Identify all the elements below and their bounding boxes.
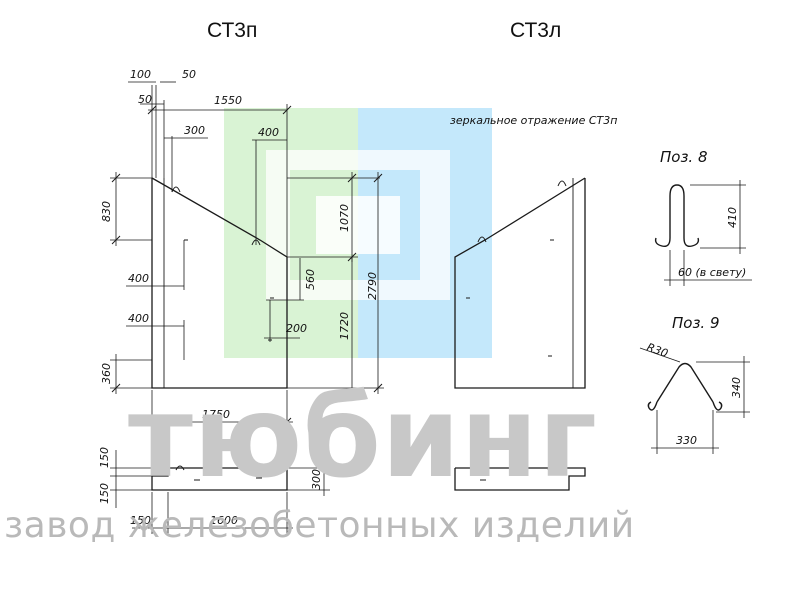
dim-300-side: 300	[310, 469, 323, 490]
pos8-labels: Поз. 8 410 60 (в свету)	[660, 148, 746, 279]
lifting-loop-right-top	[558, 181, 566, 186]
dimension-labels: 100 50 50 1550 300 400 830 1070 400 560 …	[98, 68, 379, 527]
dim-2790: 2790	[366, 272, 379, 300]
logo-white-notch	[316, 196, 400, 254]
dim-1070: 1070	[338, 204, 351, 232]
pos8-label: Поз. 8	[660, 148, 708, 166]
rebar-pos8	[656, 185, 699, 246]
dimension-lines-section-left	[110, 450, 330, 534]
panel-st3l-front	[455, 178, 585, 388]
lifting-loop-right-mid	[478, 237, 486, 242]
pos9-radius: R30	[645, 341, 670, 361]
dim-400-b: 400	[128, 312, 149, 325]
dim-1550: 1550	[214, 94, 242, 107]
dim-1750: 1750	[202, 408, 230, 421]
dim-400-a: 400	[128, 272, 149, 285]
rebar-pos8-dims	[664, 180, 752, 286]
dim-150-b: 150	[98, 483, 111, 504]
title-right: СТ3л	[510, 19, 562, 42]
watermark-brand: тюбинг	[128, 373, 598, 503]
rebar-pos9-dims	[640, 348, 750, 454]
dim-300-top: 300	[184, 124, 205, 137]
dim-50-left: 50	[138, 93, 152, 106]
dim-150-a: 150	[98, 447, 111, 468]
pos9-width: 330	[676, 434, 697, 447]
dim-400-top: 400	[258, 126, 279, 139]
rebar-pos9	[648, 364, 721, 411]
panel-st3p-outline	[152, 178, 287, 388]
dim-560: 560	[304, 269, 317, 290]
dim-360: 360	[100, 363, 113, 384]
watermark-tagline: завод железобетонных изделий	[4, 505, 635, 546]
panel-st3l-outline	[455, 178, 585, 388]
dim-1600: 1600	[210, 514, 238, 527]
pos8-height: 410	[726, 207, 739, 228]
pos8-width: 60 (в свету)	[678, 266, 746, 279]
dimension-lines-left	[110, 82, 384, 428]
dim-1720: 1720	[338, 312, 351, 340]
panel-st3l-section	[455, 466, 585, 490]
dim-100: 100	[130, 68, 151, 81]
lifting-loop-left-top	[172, 187, 180, 192]
dimension-ticks-left	[112, 106, 382, 426]
pos9-labels: Поз. 9 R30 340 330	[645, 314, 743, 447]
dim-150-c: 150	[130, 514, 151, 527]
dim-830: 830	[100, 201, 113, 222]
dim-50-top: 50	[182, 68, 196, 81]
mirror-note: зеркальное отражение СТ3п	[450, 114, 617, 127]
dim-200: 200	[286, 322, 307, 335]
panel-st3p-section	[152, 466, 287, 490]
logo-watermark	[224, 108, 492, 358]
pos9-label: Поз. 9	[672, 314, 720, 332]
pos9-height: 340	[730, 377, 743, 398]
title-left: СТ3п	[207, 19, 258, 42]
